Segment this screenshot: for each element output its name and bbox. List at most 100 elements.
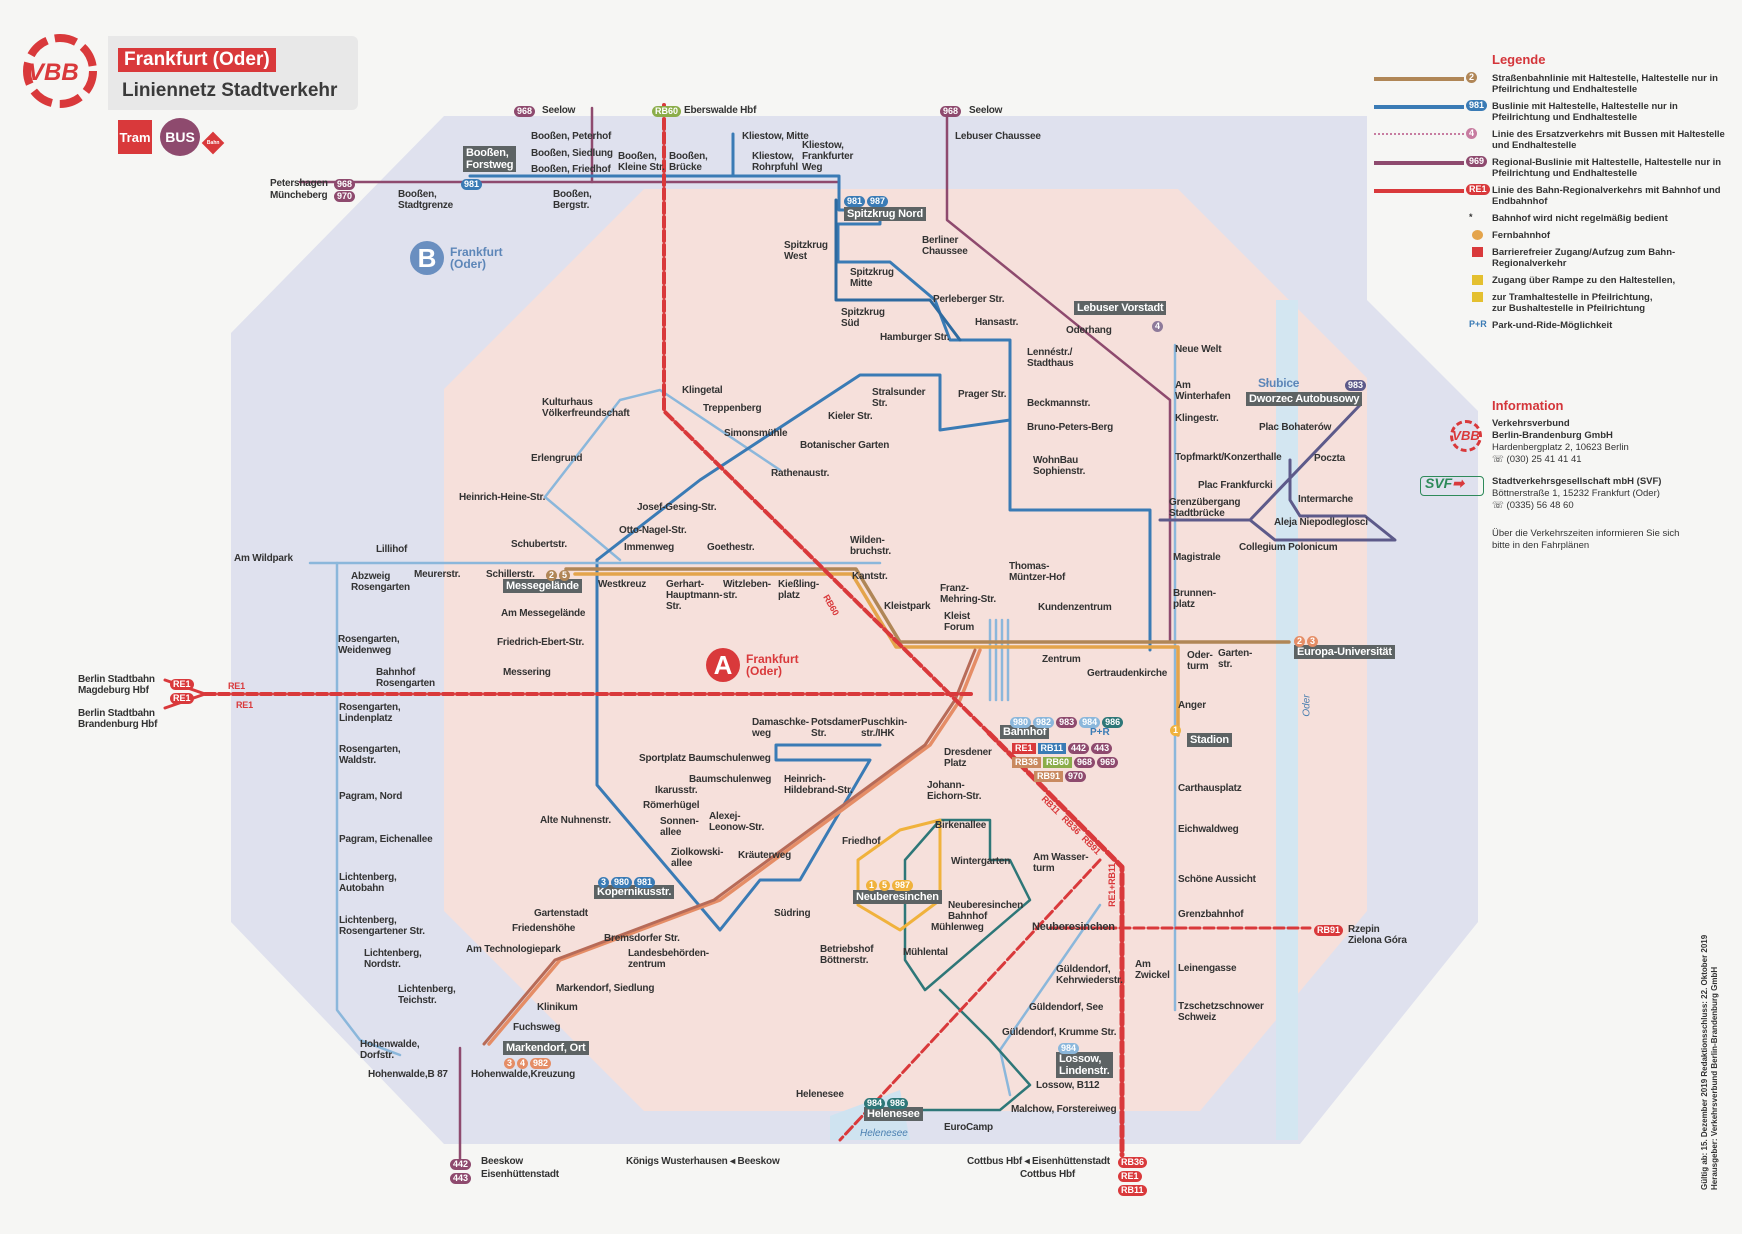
station-label[interactable]: Stralsunder Str. [872, 387, 926, 409]
station-label[interactable]: Hohenwalde,B 87 [368, 1069, 448, 1080]
station-label[interactable]: Güldendorf, Krumme Str. [1002, 1027, 1117, 1038]
line-badge[interactable]: RB91 [1314, 925, 1344, 936]
station-label[interactable]: Pagram, Eichenallee [339, 834, 433, 845]
station-label[interactable]: Potsdamer Str. [811, 717, 861, 739]
station-label[interactable]: Seelow [542, 105, 576, 116]
line-badge[interactable]: 443 [450, 1173, 472, 1184]
station-label[interactable]: Abzweig Rosengarten [351, 571, 410, 593]
station-label[interactable]: Eberswalde Hbf [684, 105, 757, 116]
station-label[interactable]: Damaschke- weg [752, 717, 809, 739]
line-badge[interactable]: 968 [940, 106, 962, 117]
station-label[interactable]: Wintergarten [951, 856, 1011, 867]
station-label[interactable]: Booßen, Kleine Str. [618, 151, 665, 173]
station-label[interactable]: Lossow, Lindenstr. [1056, 1052, 1113, 1078]
line-badge[interactable]: 983 [1345, 380, 1367, 391]
station-label[interactable]: Puschkin- str./IHK [861, 717, 907, 739]
station-label[interactable]: Kleist Forum [944, 611, 975, 633]
line-badge[interactable]: 442 [450, 1159, 472, 1170]
station-label[interactable]: Collegium Polonicum [1239, 542, 1338, 553]
station-label[interactable]: Neuberesinchen [1032, 921, 1115, 933]
station-label[interactable]: Mühlenweg [931, 922, 984, 933]
line-badge[interactable]: 987 [867, 196, 889, 207]
station-label[interactable]: Słubice [1258, 376, 1300, 390]
station-label[interactable]: Baumschulenweg [689, 774, 772, 785]
station-label[interactable]: Erlengrund [531, 453, 583, 464]
station-label[interactable]: Am Zwickel [1135, 959, 1170, 981]
station-label[interactable]: Am Messegelände [501, 608, 586, 619]
station-label[interactable]: Kliestow, Rohrpfuhl [752, 151, 798, 173]
station-label[interactable]: Alte Nuhnenstr. [540, 815, 611, 826]
line-badge[interactable]: 3 [598, 877, 610, 888]
station-label[interactable]: EuroCamp [944, 1122, 993, 1133]
line-badge[interactable]: 984 [1058, 1043, 1080, 1054]
line-badge[interactable]: 4 [517, 1058, 529, 1069]
station-label[interactable]: Aleja Niepodleglosci [1274, 517, 1368, 528]
station-label[interactable]: Goethestr. [707, 542, 755, 553]
station-label[interactable]: Seelow [969, 105, 1003, 116]
station-label[interactable]: Rosengarten, Weidenweg [338, 634, 400, 656]
station-label[interactable]: Booßen, Siedlung [531, 148, 613, 159]
station-label[interactable]: Kießling- platz [778, 579, 819, 601]
station-label[interactable]: Johann- Eichorn-Str. [927, 780, 982, 802]
station-label[interactable]: Rzepin Zielona Góra [1348, 924, 1407, 946]
line-badge[interactable]: 1 [1170, 725, 1182, 736]
station-label[interactable]: Malchow, Forstereiweg [1011, 1104, 1117, 1115]
station-label[interactable]: Lebuser Chaussee [955, 131, 1041, 142]
station-label[interactable]: Bruno-Peters-Berg [1027, 422, 1114, 433]
station-label[interactable]: Lossow, B112 [1036, 1080, 1100, 1091]
station-label[interactable]: Lennéstr./ Stadthaus [1027, 347, 1074, 369]
station-label[interactable]: Schillerstr. [486, 569, 535, 580]
station-label[interactable]: Lebuser Vorstadt [1074, 301, 1167, 315]
station-label[interactable]: Rosengarten, Waldstr. [339, 744, 401, 766]
line-badge[interactable]: 981 [844, 196, 866, 207]
station-label[interactable]: Landesbehörden- zentrum [628, 948, 709, 970]
station-label[interactable]: Rosengarten, Lindenplatz [339, 702, 401, 724]
station-label[interactable]: Kieler Str. [828, 411, 873, 422]
station-label[interactable]: Römerhügel [643, 800, 700, 811]
line-badge[interactable]: 3 [1307, 636, 1319, 647]
station-label[interactable]: Spitzkrug Mitte [850, 267, 894, 289]
station-label[interactable]: Botanischer Garten [800, 440, 890, 451]
line-badge[interactable]: RE1 [1118, 1171, 1142, 1182]
station-label[interactable]: Klinikum [537, 1002, 578, 1013]
station-label[interactable]: Bahnhof Rosengarten [376, 667, 435, 689]
station-label[interactable]: Oder- turm [1187, 650, 1213, 672]
station-label[interactable]: Hohenwalde, Dorfstr. [360, 1039, 420, 1061]
line-badge[interactable]: RE1 [1012, 743, 1036, 754]
station-label[interactable]: Petershagen [270, 178, 328, 189]
station-label[interactable]: Kräuterweg [738, 850, 792, 861]
station-label[interactable]: Am Wildpark [234, 553, 293, 564]
line-badge[interactable]: RB36 [1012, 757, 1042, 768]
station-label[interactable]: Kantstr. [852, 571, 888, 582]
station-label[interactable]: Magistrale [1173, 552, 1221, 563]
line-badge[interactable]: 970 [334, 191, 356, 202]
station-label[interactable]: Friedhof [842, 836, 881, 847]
line-badge[interactable]: RB11 [1037, 743, 1067, 754]
station-label[interactable]: Berlin Stadtbahn Magdeburg Hbf [78, 674, 155, 696]
station-label[interactable]: Booßen, Friedhof [531, 164, 611, 175]
station-label[interactable]: Eisenhüttenstadt [481, 1169, 559, 1180]
station-label[interactable]: Booßen, Peterhof [531, 131, 612, 142]
station-label[interactable]: Berlin Stadtbahn Brandenburg Hbf [78, 708, 158, 730]
line-badge[interactable]: 1 [866, 880, 878, 891]
station-label[interactable]: Friedenshöhe [512, 923, 576, 934]
station-label[interactable]: Carthausplatz [1178, 783, 1242, 794]
line-badge[interactable]: RB36 [1118, 1157, 1148, 1168]
station-label[interactable]: Poczta [1314, 453, 1346, 464]
station-label[interactable]: Franz- Mehring-Str. [940, 583, 996, 605]
station-label[interactable]: Kopernikusstr. [594, 885, 675, 899]
line-badge[interactable]: 981 [634, 877, 656, 888]
station-label[interactable]: Bahnhof [1000, 725, 1050, 739]
line-badge[interactable]: 443 [1091, 743, 1113, 754]
line-badge[interactable]: 2 [546, 570, 558, 581]
line-badge[interactable]: 969 [1097, 757, 1119, 768]
station-label[interactable]: Booßen, Brücke [669, 151, 708, 173]
station-label[interactable]: Leinengasse [1178, 963, 1237, 974]
station-label[interactable]: Schöne Aussicht [1178, 874, 1256, 885]
line-badge[interactable]: 984 [864, 1098, 886, 1109]
station-label[interactable]: Betriebshof Böttnerstr. [820, 944, 874, 966]
line-badge[interactable]: 968 [1074, 757, 1096, 768]
station-label[interactable]: Am Technologiepark [466, 944, 561, 955]
line-badge[interactable]: 986 [887, 1098, 909, 1109]
station-label[interactable]: Kundenzentrum [1038, 602, 1112, 613]
